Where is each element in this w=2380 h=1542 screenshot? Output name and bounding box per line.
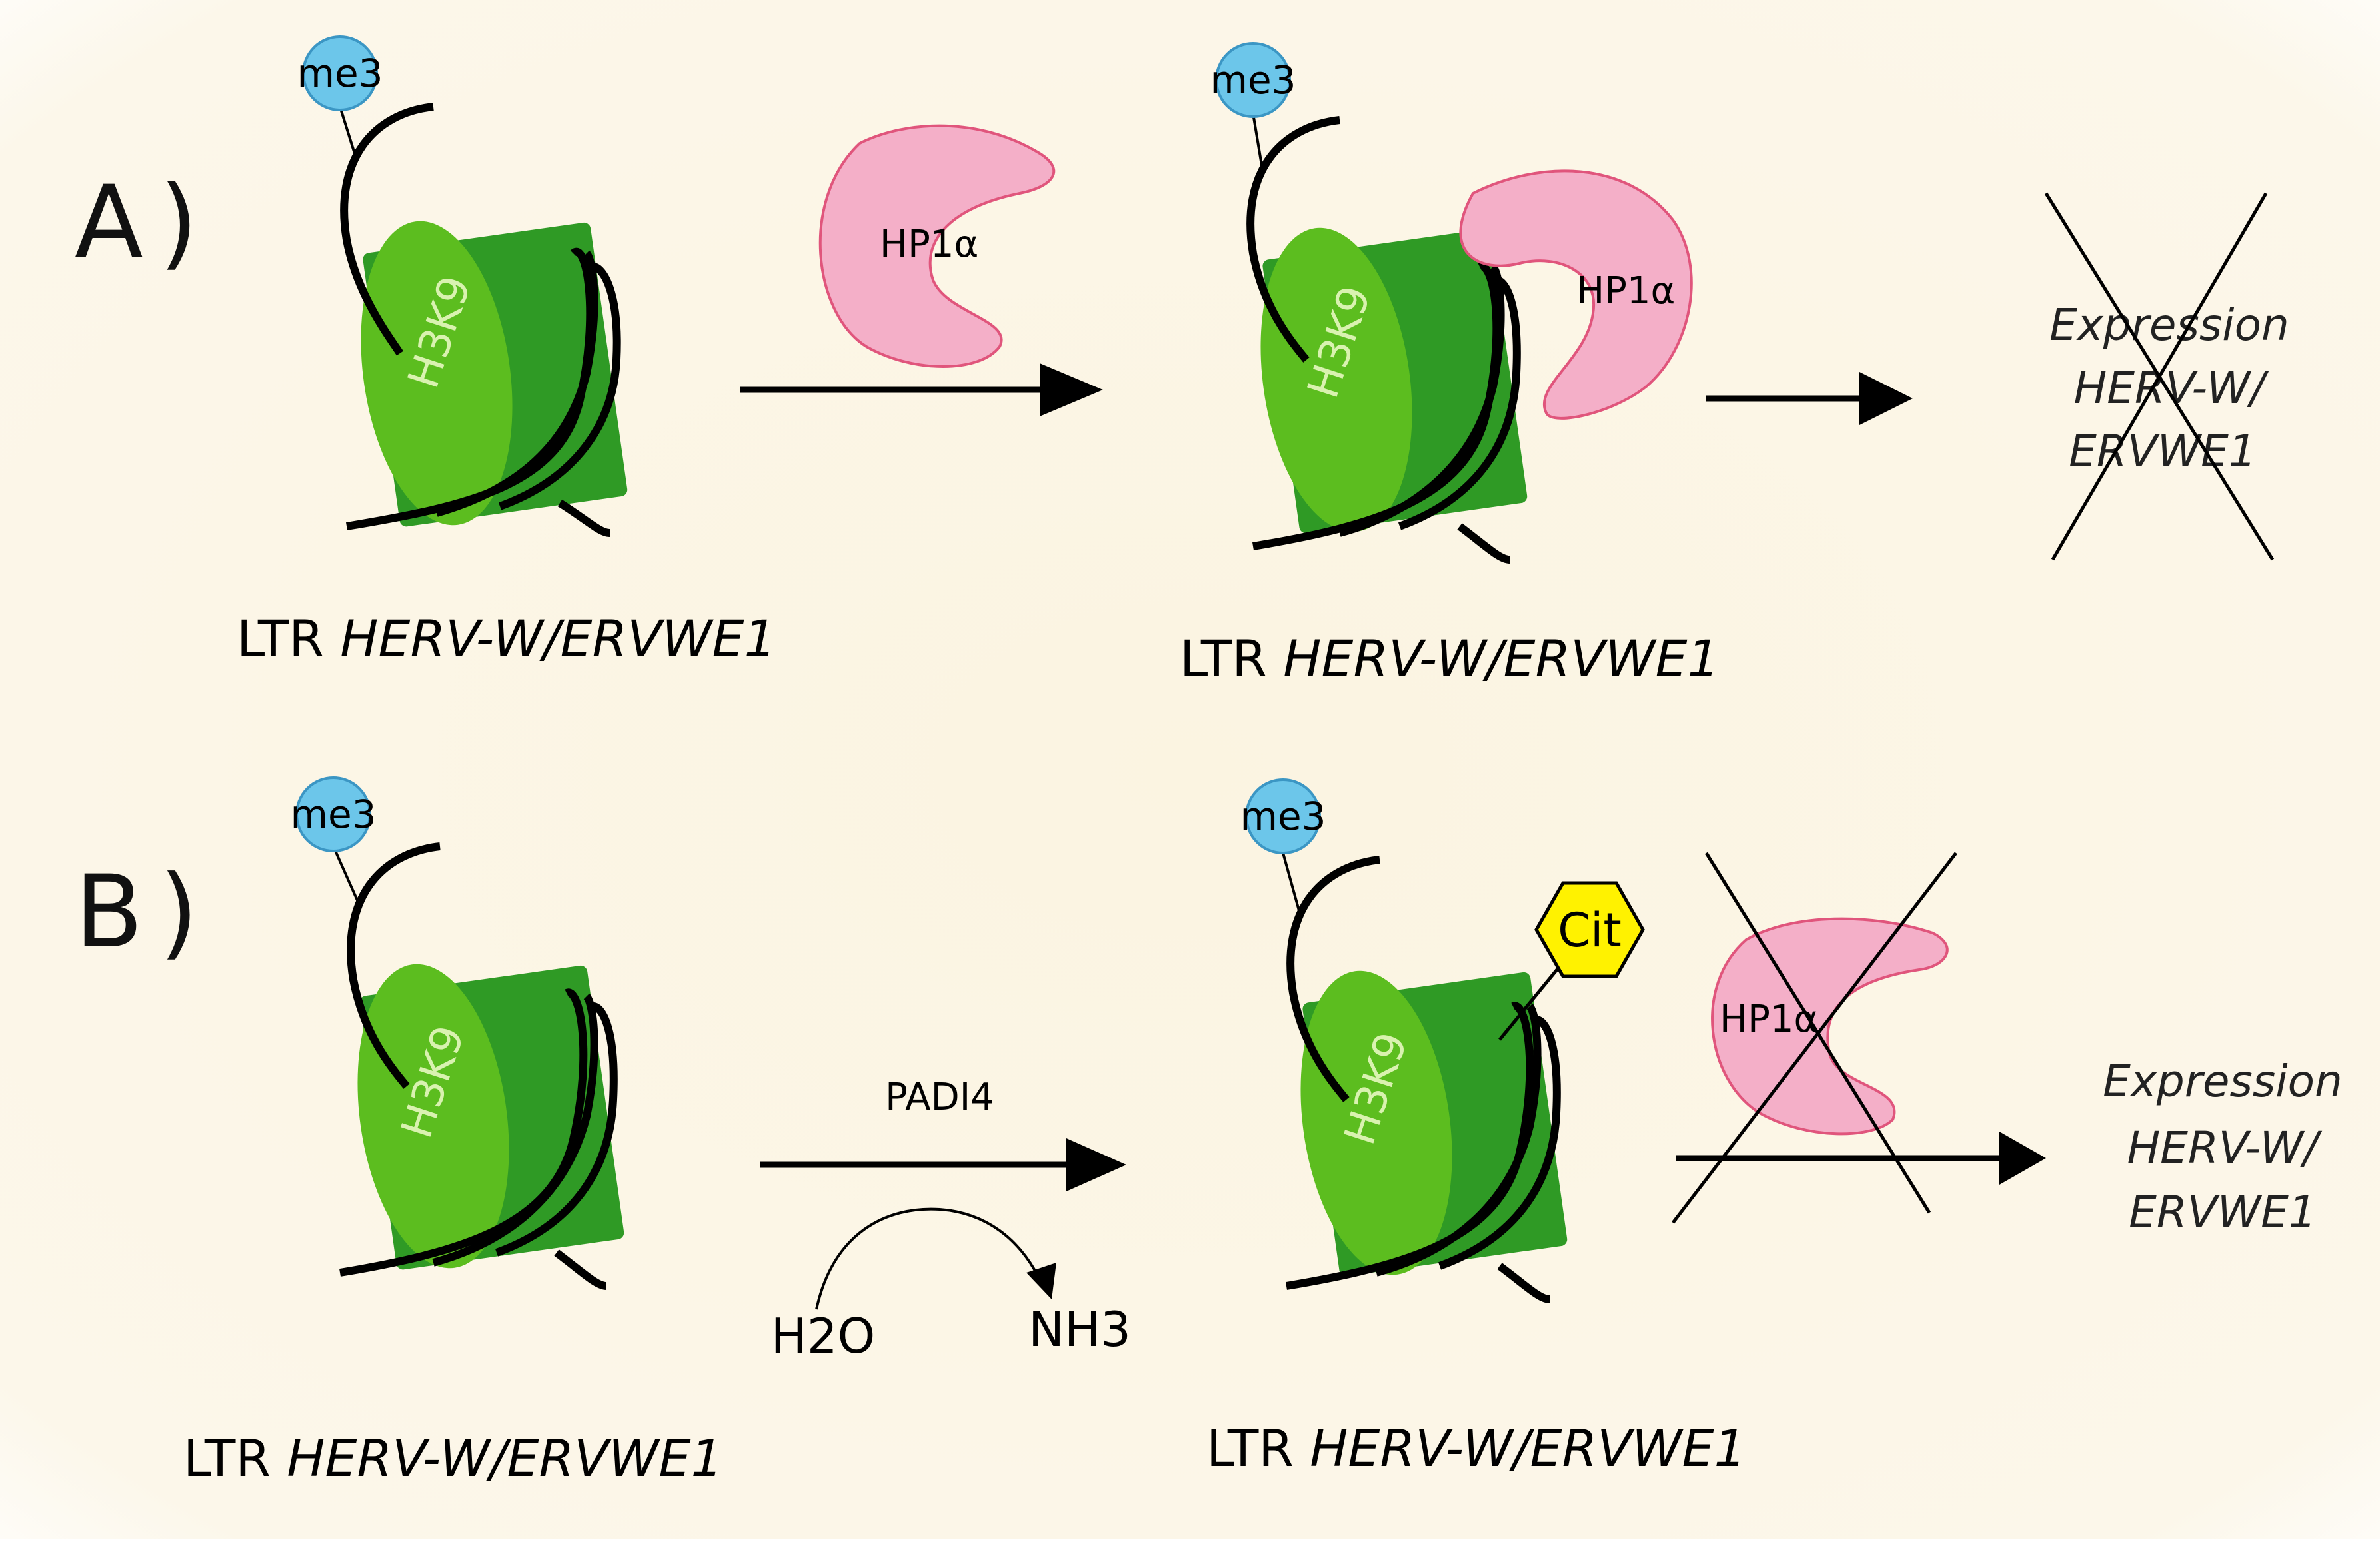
me3-mark [302,35,378,111]
me3-label: me3 [1240,794,1326,839]
cross-out-line [2051,192,2268,561]
expression-outcome-b: Expression HERV-W/ ERVWE1 [2103,1056,2343,1238]
padi4-label: PADI4 [885,1076,994,1119]
hp1a-label: HP1α [1576,269,1675,313]
nucleosome-b-after: me3 H3K9 Cit [1240,778,1645,1303]
me3-mark [1245,778,1321,854]
h2o-label: H2O [771,1308,876,1364]
expression-line3: ERVWE1 [2129,1187,2317,1238]
expression-line3: ERVWE1 [2069,426,2257,477]
reaction-curve-arrow [815,1207,1041,1310]
expression-line1: Expression [2103,1056,2343,1107]
nucleosome-b-before: me3 H3K9 [290,776,624,1290]
hp1a-label: HP1α [880,223,978,266]
ltr-label-a-before: LTR HERV-W/ERVWE1 [237,609,776,668]
citrulline-mark [1534,881,1645,978]
expression-line2: HERV-W/ [2074,363,2270,414]
ltr-label-a-after: LTR HERV-W/ERVWE1 [1180,629,1720,688]
nucleosome-a-after: me3 H3K9 HP1α [1210,42,1693,564]
cit-label: Cit [1558,903,1622,958]
nucleosome-a-before: me3 H3K9 [297,35,628,537]
panel-b-label: B) [75,854,214,970]
me3-label: me3 [1210,57,1296,103]
me3-mark [295,776,371,852]
nh3-label: NH3 [1028,1301,1131,1357]
blocked-hp1a: HP1α [1672,852,1957,1224]
me3-label: me3 [297,51,383,96]
me3-mark [1215,42,1291,118]
expression-line1: Expression [2049,299,2289,351]
ltr-label-b-after: LTR HERV-W/ERVWE1 [1206,1419,1746,1478]
hp1a-label: HP1α [1720,998,1818,1041]
ltr-label-b-before: LTR HERV-W/ERVWE1 [183,1429,723,1488]
hp1a-protein: HP1α [818,124,1056,368]
expression-line2: HERV-W/ [2127,1122,2323,1173]
expression-outcome-a: Expression HERV-W/ ERVWE1 [2044,192,2289,561]
panel-a-label: A) [75,165,214,281]
me3-label: me3 [290,792,376,837]
